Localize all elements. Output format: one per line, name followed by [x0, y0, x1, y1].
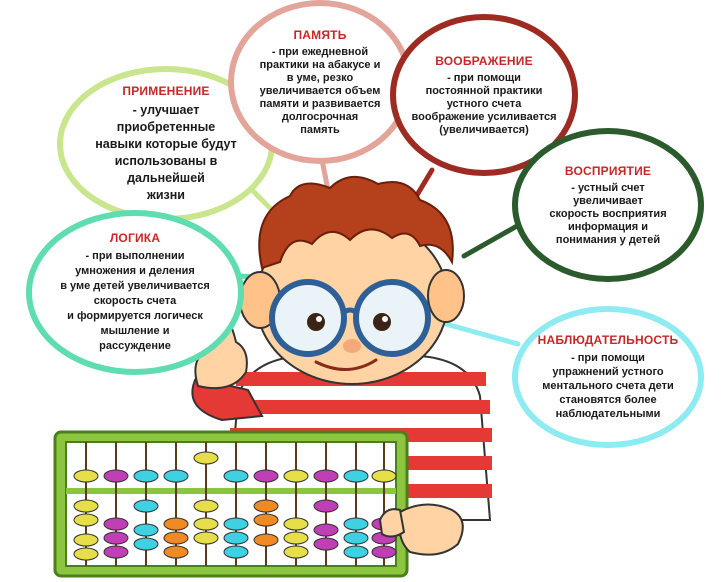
bubble-logika-text: - при выполнении умножения и деления в у… — [60, 250, 210, 352]
bubble-pamyat-title: ПАМЯТЬ — [293, 27, 347, 42]
bubble-logika: ЛОГИКА - при выполнении умножения и деле… — [26, 210, 244, 375]
bubble-voobrazhenie-title: ВООБРАЖЕНИЕ — [435, 53, 533, 68]
bubble-vospriyatie-title: ВОСПРИЯТИЕ — [564, 163, 652, 178]
boy-head — [239, 176, 465, 385]
abacus — [53, 430, 409, 578]
bubble-pamyat: ПАМЯТЬ - при ежедневной практики на абак… — [228, 0, 412, 164]
bubble-primenenie-title: ПРИМЕНЕНИЕ — [122, 84, 210, 98]
bubble-logika-title: ЛОГИКА — [109, 231, 161, 245]
bubble-pamyat-text: - при ежедневной практики на абакусе и в… — [259, 45, 381, 136]
bubble-nablyudatelnost: НАБЛЮДАТЕЛЬНОСТЬ - при помощи упражнений… — [512, 306, 704, 448]
bubble-vospriyatie-text: - устный счет увеличивает скорость воспр… — [549, 181, 667, 246]
boy-right-hand — [378, 503, 464, 556]
bubble-vospriyatie: ВОСПРИЯТИЕ - устный счет увеличивает ско… — [512, 128, 704, 282]
bubble-voobrazhenie-text: - при помощи постоянной практики устного… — [411, 71, 557, 136]
bubble-nablyudatelnost-title: НАБЛЮДАТЕЛЬНОСТЬ — [537, 333, 679, 347]
bubble-nablyudatelnost-text: - при помощи упражнений устного ментальн… — [542, 352, 674, 420]
bubble-primenenie-text: - улучшает приобретенные навыки которые … — [95, 103, 237, 202]
